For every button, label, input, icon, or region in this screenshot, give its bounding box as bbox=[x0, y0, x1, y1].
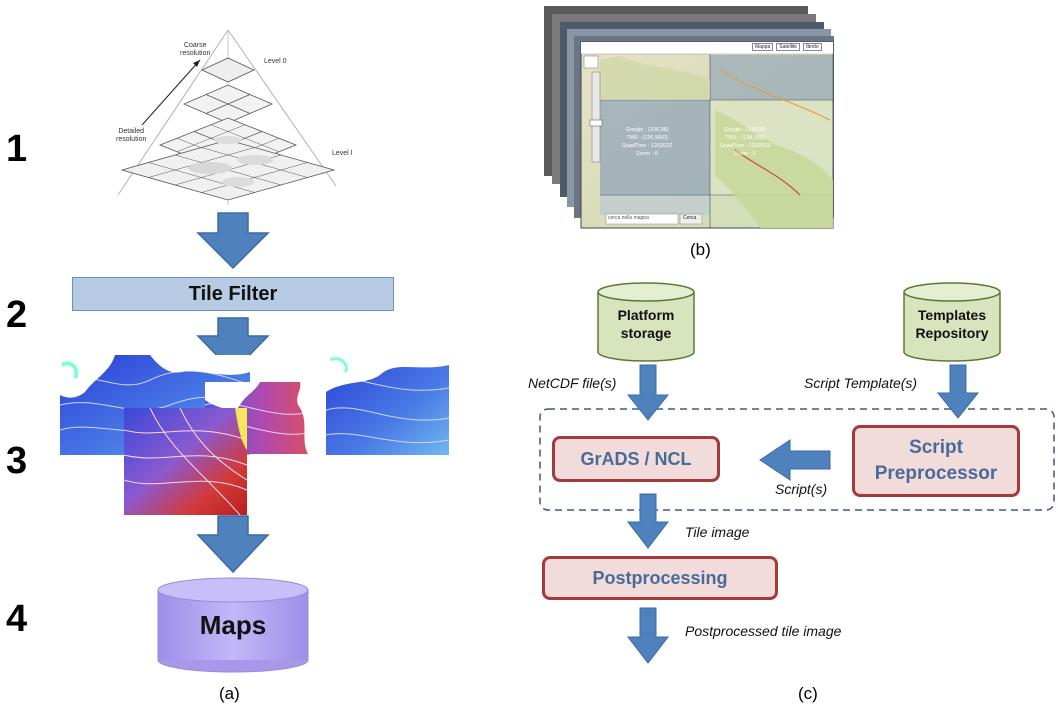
arrow-preprocessor-to-grads bbox=[759, 439, 831, 481]
step-number-1: 1 bbox=[6, 128, 28, 170]
script-preprocessor-box: Script Preprocessor bbox=[852, 425, 1020, 497]
arrow-step3-to-4 bbox=[196, 515, 270, 574]
tile-info-left-line: TMS : (136,96(0) bbox=[626, 135, 668, 141]
map-tab-mappa[interactable]: Mappa bbox=[752, 43, 774, 51]
tile-info-right-line: Google : (138,99) bbox=[723, 127, 767, 133]
map-window-stack bbox=[544, 6, 834, 229]
arrow-storage-to-grads bbox=[626, 364, 670, 421]
step-number-3: 3 bbox=[6, 440, 28, 482]
tile-info-right-line: TMS : (138,156) bbox=[725, 135, 765, 141]
grads-ncl-box: GrADS / NCL bbox=[552, 436, 720, 482]
detailed-label-line2: resolution bbox=[116, 136, 147, 143]
caption-a: (a) bbox=[219, 684, 240, 703]
tile-info-right-line: QuadTree : 1202023 bbox=[719, 143, 771, 149]
tile-filter-label: Tile Filter bbox=[188, 282, 278, 305]
arrow-postprocessing-output bbox=[626, 607, 670, 664]
tile-image-label: Tile image bbox=[685, 524, 750, 540]
coarse-label-line1: Coarse bbox=[183, 42, 207, 49]
arrow-grads-to-postprocessing bbox=[626, 493, 670, 549]
arrow-step2-to-3 bbox=[196, 317, 270, 374]
postprocessed-tile-image-label: Postprocessed tile image bbox=[685, 623, 842, 639]
coarse-resolution-label: Coarse resolution bbox=[180, 42, 210, 58]
platform-storage-cylinder bbox=[597, 282, 695, 362]
tile-info-left: Google : (196,98) TMS : (136,96(0) QuadT… bbox=[612, 126, 682, 158]
tile-info-left-line: Google : (196,98) bbox=[625, 127, 669, 133]
processing-boundary bbox=[539, 408, 1055, 511]
map-search-input[interactable]: cerca nella mappa bbox=[608, 215, 649, 221]
tile-info-right-line: Zoom : 8 bbox=[734, 151, 756, 157]
coarse-label-line2: resolution bbox=[180, 50, 211, 57]
templates-repository-cylinder bbox=[903, 282, 1001, 362]
platform-storage-label: Platform storage bbox=[598, 306, 694, 342]
platform-storage-line2: storage bbox=[620, 325, 672, 341]
postprocessing-box: Postprocessing bbox=[542, 556, 778, 600]
step-number-4: 4 bbox=[6, 598, 28, 640]
script-preprocessor-line1: Script bbox=[909, 437, 963, 458]
level-0-label: Level 0 bbox=[264, 58, 287, 65]
arrow-step1-to-2 bbox=[196, 212, 270, 270]
script-preprocessor-line2: Preprocessor bbox=[874, 463, 998, 484]
map-tab-ibrido[interactable]: Ibrido bbox=[803, 43, 822, 51]
detailed-resolution-label: Detailed resolution bbox=[116, 128, 146, 144]
netcdf-files-label: NetCDF file(s) bbox=[528, 375, 617, 391]
tile-filter-box: Tile Filter bbox=[72, 277, 394, 311]
caption-b: (b) bbox=[690, 240, 711, 259]
grads-ncl-label: GrADS / NCL bbox=[580, 448, 692, 469]
templates-repository-line2: Repository bbox=[915, 325, 989, 341]
tile-info-left-line: QuadTree : 1202022 bbox=[621, 143, 673, 149]
detailed-label-line1: Detailed bbox=[118, 128, 145, 135]
caption-c: (c) bbox=[798, 684, 818, 703]
level-l-label: Level l bbox=[332, 150, 353, 157]
tile-info-right: Google : (138,99) TMS : (138,156) QuadTr… bbox=[710, 126, 780, 158]
map-search-button[interactable]: Cerca bbox=[683, 215, 697, 221]
templates-repository-line1: Templates bbox=[917, 307, 987, 323]
tile-image-center bbox=[123, 407, 248, 516]
map-type-tabs: Mappa Satellite Ibrido bbox=[752, 43, 822, 51]
filtered-tiles bbox=[59, 355, 450, 516]
tile-info-left-line: Zoom : 8 bbox=[636, 151, 658, 157]
tile-pyramid bbox=[117, 29, 337, 205]
arrow-templates-to-preprocessor bbox=[936, 364, 980, 419]
postprocessing-label: Postprocessing bbox=[592, 567, 728, 588]
map-tab-satellite[interactable]: Satellite bbox=[776, 43, 801, 51]
tile-image-right bbox=[325, 355, 450, 455]
scripts-label: Script(s) bbox=[775, 481, 828, 497]
maps-cylinder bbox=[157, 577, 309, 673]
step-number-2: 2 bbox=[6, 294, 28, 336]
maps-label: Maps bbox=[199, 610, 267, 640]
script-templates-label: Script Template(s) bbox=[804, 375, 918, 391]
platform-storage-line1: Platform bbox=[617, 307, 675, 323]
templates-repository-label: Templates Repository bbox=[904, 306, 1000, 342]
